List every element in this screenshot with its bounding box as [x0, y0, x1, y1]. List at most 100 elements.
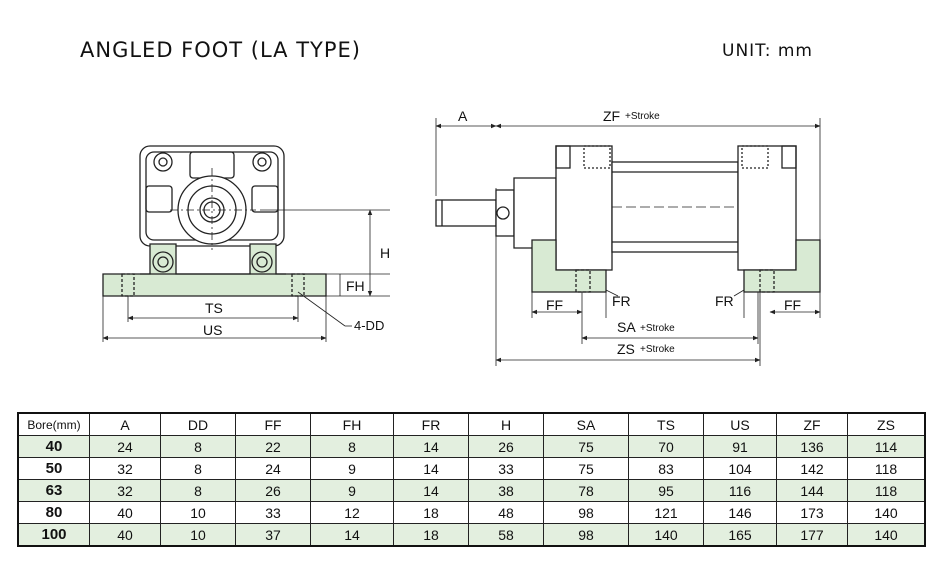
- table-cell: 98: [543, 523, 629, 547]
- dim-zs-label: ZS: [617, 341, 635, 357]
- col-header-ts: TS: [628, 412, 704, 436]
- unit-label: UNIT: mm: [722, 41, 813, 61]
- table-cell: 9: [310, 457, 394, 480]
- table-cell: 142: [776, 457, 848, 480]
- technical-drawing: H FH TS US 4-DD: [102, 108, 821, 366]
- table-cell: 83: [628, 457, 704, 480]
- dim-us-label: US: [203, 322, 222, 338]
- table-cell: 14: [393, 457, 469, 480]
- table-cell: 10: [160, 523, 236, 547]
- dimensions-table: Bore(mm) A DD FF FH FR H SA TS US ZF ZS …: [17, 412, 926, 547]
- page-title: ANGLED FOOT (LA TYPE): [80, 38, 361, 62]
- bore-cell: 50: [17, 457, 90, 480]
- table-cell: 40: [89, 501, 161, 524]
- dim-zf-suffix: +Stroke: [625, 111, 660, 122]
- table-cell: 18: [393, 523, 469, 547]
- bore-cell: 80: [17, 501, 90, 524]
- bore-cell: 100: [17, 523, 90, 547]
- dim-fr-left-label: FR: [612, 293, 631, 309]
- col-header-fh: FH: [310, 412, 394, 436]
- dim-ff-right-label: FF: [784, 297, 801, 313]
- table-cell: 33: [235, 501, 311, 524]
- table-cell: 116: [703, 479, 777, 502]
- col-header-dd: DD: [160, 412, 236, 436]
- table-cell: 146: [703, 501, 777, 524]
- table-cell: 8: [160, 479, 236, 502]
- dim-ff-left-label: FF: [546, 297, 563, 313]
- table-cell: 14: [393, 435, 469, 458]
- col-header-h: H: [468, 412, 544, 436]
- table-cell: 8: [310, 435, 394, 458]
- dim-a-label: A: [458, 108, 468, 124]
- table-cell: 14: [393, 479, 469, 502]
- table-cell: 140: [628, 523, 704, 547]
- table-cell: 136: [776, 435, 848, 458]
- bore-cell: 40: [17, 435, 90, 458]
- table-header-row: Bore(mm) A DD FF FH FR H SA TS US ZF ZS: [17, 412, 926, 436]
- table-cell: 32: [89, 457, 161, 480]
- side-view: [435, 118, 821, 366]
- table-cell: 22: [235, 435, 311, 458]
- table-cell: 140: [847, 501, 926, 524]
- table-cell: 40: [89, 523, 161, 547]
- table-cell: 104: [703, 457, 777, 480]
- table-cell: 33: [468, 457, 544, 480]
- table-cell: 75: [543, 457, 629, 480]
- table-cell: 32: [89, 479, 161, 502]
- table-cell: 24: [235, 457, 311, 480]
- front-view: [102, 145, 390, 342]
- table-cell: 177: [776, 523, 848, 547]
- dim-sa-suffix: +Stroke: [640, 323, 675, 334]
- table-cell: 8: [160, 435, 236, 458]
- dim-dd-label: 4-DD: [354, 318, 384, 333]
- table-cell: 144: [776, 479, 848, 502]
- col-header-bore: Bore(mm): [17, 412, 90, 436]
- bore-cell: 63: [17, 479, 90, 502]
- table-cell: 121: [628, 501, 704, 524]
- table-cell: 9: [310, 479, 394, 502]
- col-header-a: A: [89, 412, 161, 436]
- table-cell: 165: [703, 523, 777, 547]
- table-cell: 118: [847, 457, 926, 480]
- col-header-zf: ZF: [776, 412, 848, 436]
- table-cell: 14: [310, 523, 394, 547]
- dim-h-label: H: [380, 245, 390, 261]
- table-cell: 10: [160, 501, 236, 524]
- table-cell: 95: [628, 479, 704, 502]
- dim-sa-label: SA: [617, 319, 636, 335]
- table-cell: 75: [543, 435, 629, 458]
- table-cell: 140: [847, 523, 926, 547]
- table-cell: 38: [468, 479, 544, 502]
- table-cell: 26: [235, 479, 311, 502]
- table-cell: 173: [776, 501, 848, 524]
- table-cell: 58: [468, 523, 544, 547]
- table-cell: 91: [703, 435, 777, 458]
- col-header-sa: SA: [543, 412, 629, 436]
- table-cell: 118: [847, 479, 926, 502]
- col-header-us: US: [703, 412, 777, 436]
- table-cell: 26: [468, 435, 544, 458]
- table-cell: 114: [847, 435, 926, 458]
- table-cell: 12: [310, 501, 394, 524]
- table-cell: 37: [235, 523, 311, 547]
- dim-zf-label: ZF: [603, 108, 620, 124]
- dim-zs-suffix: +Stroke: [640, 344, 675, 355]
- table-cell: 48: [468, 501, 544, 524]
- table-cell: 78: [543, 479, 629, 502]
- dim-fh-label: FH: [346, 278, 365, 294]
- table-cell: 98: [543, 501, 629, 524]
- dim-fr-right-label: FR: [715, 293, 734, 309]
- col-header-ff: FF: [235, 412, 311, 436]
- table-cell: 8: [160, 457, 236, 480]
- dim-ts-label: TS: [205, 300, 223, 316]
- table-cell: 24: [89, 435, 161, 458]
- table-cell: 70: [628, 435, 704, 458]
- col-header-fr: FR: [393, 412, 469, 436]
- table-cell: 18: [393, 501, 469, 524]
